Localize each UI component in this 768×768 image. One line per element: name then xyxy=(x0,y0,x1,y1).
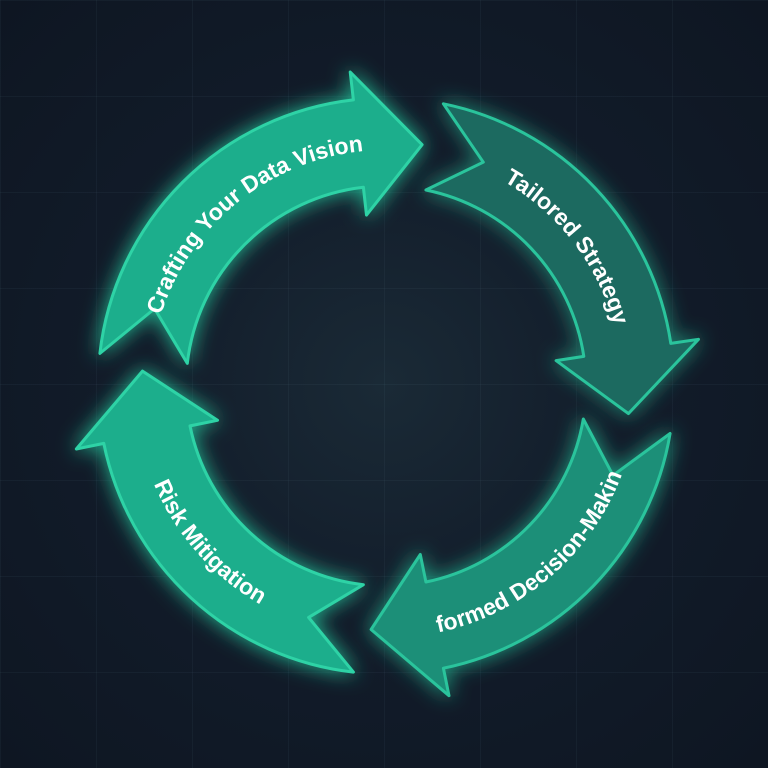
cycle-step-1: Crafting Your Data Vision xyxy=(98,70,424,365)
arrow-segment xyxy=(74,369,365,674)
arrow-segment xyxy=(369,417,672,698)
cycle-step-4: Risk Mitigation xyxy=(74,369,365,674)
cycle-step-2: Tailored Strategy xyxy=(424,102,700,416)
arrow-segment xyxy=(424,102,700,416)
arrow-segment xyxy=(98,70,424,365)
